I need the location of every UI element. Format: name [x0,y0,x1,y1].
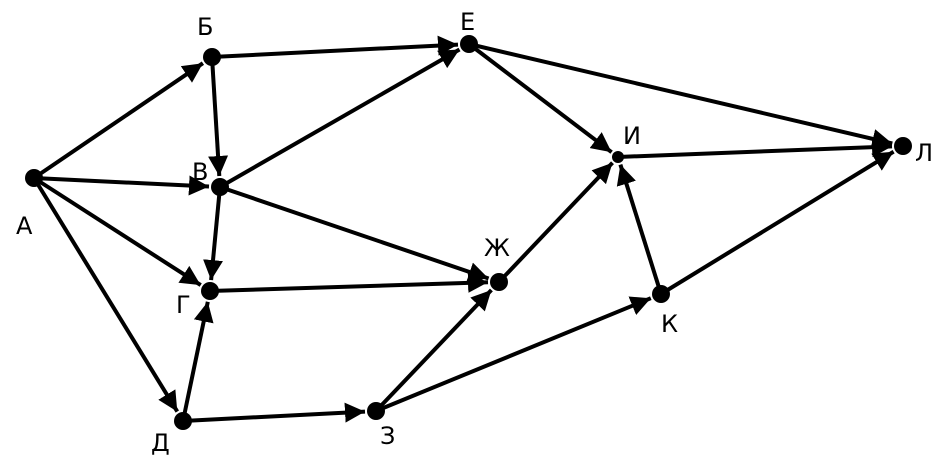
edge-V-to-E [219,47,461,189]
node-A [25,169,43,187]
edge-D-to-G [181,301,214,422]
node-Zh [490,273,508,291]
node-label-G: Г [176,291,191,319]
node-K [652,285,670,303]
node-E [460,35,478,53]
node-Z [367,402,385,420]
node-label-Zh: Ж [484,234,510,262]
edge-E-to-I [467,42,613,154]
node-label-E: Е [460,8,475,36]
edge-K-to-I [616,164,663,295]
node-label-V: В [192,158,208,186]
edge-A-to-B [32,61,205,180]
edge-K-to-L [659,149,895,296]
edge-Zh-to-I [497,161,614,284]
node-label-L: Л [915,139,933,167]
graph-nodes [25,35,912,430]
edge-E-to-L [468,42,893,149]
edge-B-to-E [211,35,459,59]
edge-A-to-V [33,175,210,196]
node-B [203,48,221,66]
node-L [894,137,912,155]
node-label-A: А [16,212,33,240]
edge-A-to-G [32,176,202,287]
node-label-B: Б [197,13,213,41]
edge-D-to-Z [182,402,366,423]
edge-G-to-Zh [209,272,489,293]
edge-Z-to-K [375,296,652,413]
edge-Z-to-Zh [374,288,493,413]
node-I [612,151,624,163]
node-G [201,282,219,300]
edge-V-to-G [203,186,223,281]
graph-labels: А Б В Г Д Е Ж З И К Л [16,8,933,457]
node-label-I: И [623,122,641,150]
node-D [174,412,192,430]
edge-V-to-Zh [219,185,490,282]
edge-B-to-V [208,56,229,177]
edge-A-to-D [32,176,180,413]
edge-I-to-L [617,137,893,159]
graph-edges [32,35,895,423]
node-label-D: Д [151,429,170,457]
node-V [211,178,229,196]
node-label-K: К [661,310,678,338]
node-label-Z: З [380,422,395,450]
